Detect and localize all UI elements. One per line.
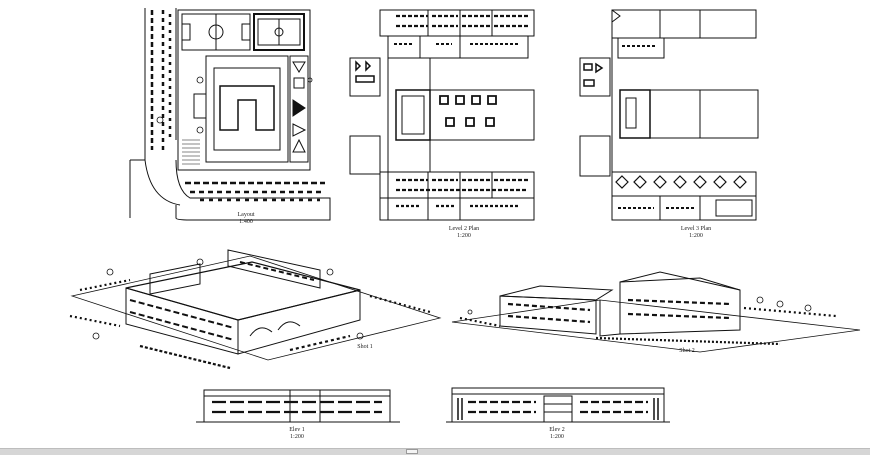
- level-3-plan-title: Level 3 Plan: [680, 226, 712, 232]
- elev-1-title: Elev 1: [289, 427, 305, 433]
- elevation-2: [446, 387, 670, 423]
- horizontal-scrollbar[interactable]: [0, 448, 870, 455]
- level-3-plan-scale: 1:200: [689, 233, 703, 239]
- shot-2-title: Shot 2: [679, 348, 695, 354]
- level-2-plan-title: Level 2 Plan: [448, 226, 480, 232]
- layout-scale: 1:400: [239, 219, 253, 225]
- layout-site-plan: [129, 8, 331, 221]
- elev-1-scale: 1:200: [290, 434, 304, 440]
- shot-1-title: Shot 1: [357, 344, 373, 350]
- elev-2-scale: 1:200: [550, 434, 564, 440]
- level-2-plan: [349, 9, 535, 221]
- shot-2-perspective: [451, 271, 861, 353]
- layout-title: Layout: [237, 212, 255, 218]
- level-2-plan-scale: 1:200: [457, 233, 471, 239]
- elevation-1: [196, 389, 400, 423]
- shot-1-isometric: [69, 249, 442, 370]
- scrollbar-handle[interactable]: [406, 449, 418, 454]
- elev-2-title: Elev 2: [549, 427, 565, 433]
- level-3-plan: [579, 9, 759, 221]
